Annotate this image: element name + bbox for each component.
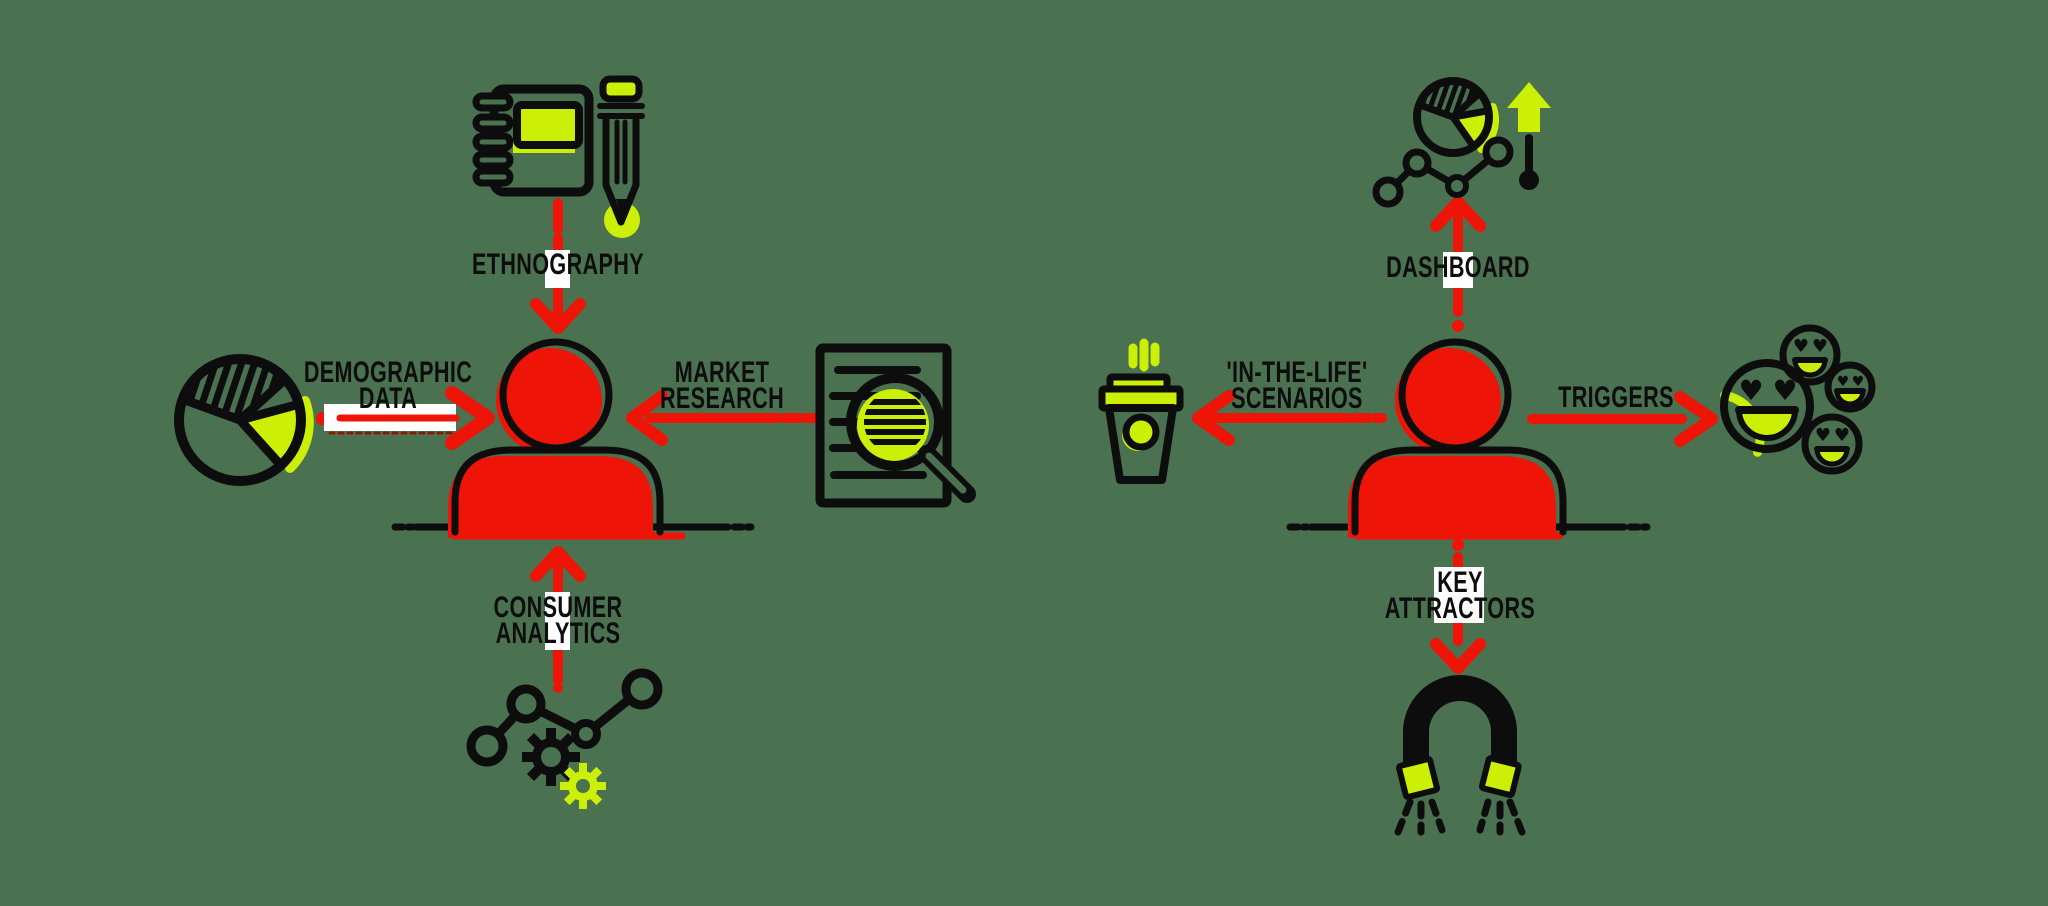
triggers-label-line1: TRIGGERS xyxy=(1558,381,1674,414)
emoji-faces-icon: ♥ ♥ ♥ ♥ ♥ ♥ ♥ ♥ xyxy=(1720,324,1876,475)
pencil xyxy=(597,75,645,238)
scenarios-label: 'IN-THE-LIFE' SCENARIOS xyxy=(1175,356,1420,415)
dashboard-label: DASHBOARD xyxy=(1336,251,1581,284)
document-magnifier-icon xyxy=(815,343,976,508)
magnet-icon xyxy=(1394,675,1526,836)
svg-text:♥: ♥ xyxy=(1852,374,1865,390)
steam-lines xyxy=(1128,338,1160,372)
consumer-label-line1: CONSUMER xyxy=(493,591,623,624)
dashboard-chart-icon xyxy=(1372,77,1551,208)
svg-text:♥: ♥ xyxy=(1834,425,1850,446)
consumer-label-line2: ANALYTICS xyxy=(495,617,621,650)
key-label-line2: ATTRACTORS xyxy=(1384,592,1536,625)
magnifier-text-lines xyxy=(864,399,926,445)
key-label-line1: KEY xyxy=(1437,566,1483,599)
consumer-analytics-arrow xyxy=(530,546,586,693)
consumer-label-patch xyxy=(545,592,570,650)
emoji-top: ♥ ♥ xyxy=(1779,324,1841,386)
scenarios-label-line1: 'IN-THE-LIFE' xyxy=(1226,356,1368,389)
demographic-data-label: DEMOGRAPHIC DATA xyxy=(266,356,511,415)
svg-text:♥: ♥ xyxy=(1793,336,1809,357)
triggers-label: TRIGGERS xyxy=(1494,381,1739,414)
pie-chart-icon xyxy=(174,354,314,486)
dashboard-label-line1: DASHBOARD xyxy=(1386,251,1530,284)
magnet-field-lines xyxy=(1394,798,1526,836)
notebook-rings xyxy=(472,92,514,187)
dashboard-label-patch xyxy=(1443,252,1473,288)
market-research-arrow xyxy=(626,390,819,446)
triggers-arrow xyxy=(1527,391,1718,447)
yellow-gear xyxy=(560,763,606,809)
svg-text:♥: ♥ xyxy=(1815,425,1831,446)
scenarios-arrow xyxy=(1192,390,1387,446)
demographic-arrow xyxy=(299,386,495,450)
ethnography-label-line1: ETHNOGRAPHY xyxy=(472,248,644,281)
market-research-label: MARKET RESEARCH xyxy=(600,356,845,415)
black-gear xyxy=(522,728,580,786)
scenarios-label-line2: SCENARIOS xyxy=(1231,382,1363,415)
svg-text:♥: ♥ xyxy=(1837,374,1850,390)
coffee-cup-icon xyxy=(1098,338,1184,484)
market-label-line2: RESEARCH xyxy=(659,382,785,415)
market-label-line1: MARKET xyxy=(674,356,770,389)
ethnography-label-patch xyxy=(545,250,570,288)
demographic-label-line1: DEMOGRAPHIC xyxy=(303,356,473,389)
demographic-label-line2: DATA xyxy=(358,382,418,415)
growth-indicator xyxy=(1507,82,1551,190)
line-graph-and-gears-icon xyxy=(466,668,663,809)
left-person-figure xyxy=(448,338,664,538)
svg-text:♥: ♥ xyxy=(1812,336,1828,357)
ethnography-label: ETHNOGRAPHY xyxy=(436,248,681,281)
emoji-bottom: ♥ ♥ xyxy=(1801,413,1863,475)
key-attractors-label: KEY ATTRACTORS xyxy=(1338,566,1583,625)
right-person-figure xyxy=(1348,338,1567,538)
dashboard-arrow xyxy=(1430,196,1486,332)
svg-text:♥: ♥ xyxy=(1738,374,1763,407)
notebook-and-pencil-icon xyxy=(472,75,645,238)
key-label-patch xyxy=(1434,567,1484,623)
emoji-right: ♥ ♥ xyxy=(1824,361,1876,413)
consumer-analytics-label: CONSUMER ANALYTICS xyxy=(436,591,681,650)
